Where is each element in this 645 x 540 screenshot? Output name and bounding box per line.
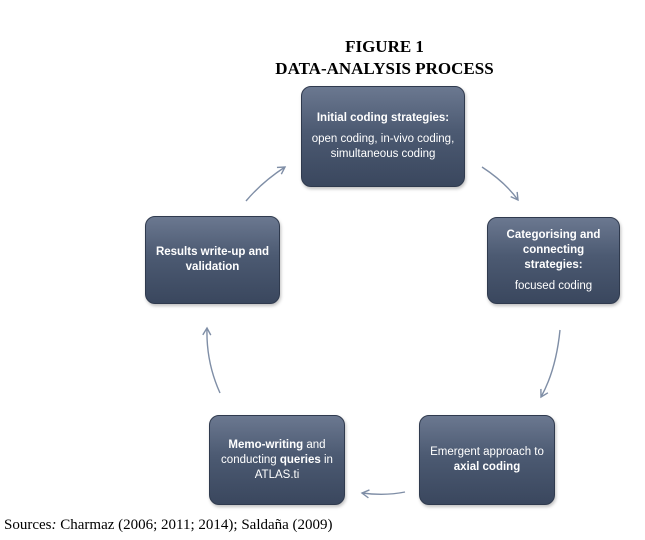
node-memo-text1: and conducting — [221, 438, 326, 466]
sources-text: Charmaz (2006; 2011; 2014); Saldaña (200… — [56, 517, 333, 533]
sources-colon: : — [51, 517, 57, 533]
node-categorising: Categorising and connecting strategies: … — [487, 217, 620, 304]
arrow-initial-to-categorising — [481, 166, 519, 202]
node-memo-text: Memo-writing and conducting queries in A… — [218, 438, 336, 483]
arrow-categorising-to-emergent — [540, 329, 561, 399]
figure-title: DATA-ANALYSIS PROCESS — [275, 59, 494, 78]
figure-number: FIGURE 1 — [345, 37, 424, 56]
sources-caption: Sources: Charmaz (2006; 2011; 2014); Sal… — [4, 516, 333, 534]
node-categorising-heading: Categorising and connecting strategies: — [506, 228, 601, 271]
sources-label: Sources — [4, 517, 52, 533]
node-categorising-detail: focused coding — [514, 279, 593, 292]
node-memo-writing: Memo-writing and conducting queries in A… — [209, 415, 345, 505]
arrow-memo-to-results — [202, 326, 221, 394]
node-initial-coding: Initial coding strategies: open coding, … — [301, 86, 465, 187]
node-results-heading: Results write-up and validation — [155, 246, 270, 273]
arrow-results-to-initial — [245, 166, 287, 202]
node-memo-bold2: queries — [279, 453, 321, 466]
node-initial-detail: open coding, in-vivo coding, simultaneou… — [311, 133, 455, 160]
node-emergent-text: Emergent approach to axial coding — [428, 445, 546, 475]
arrow-emergent-to-memo — [360, 489, 406, 499]
node-memo-text2: in ATLAS.ti — [254, 453, 333, 481]
node-emergent-axial-coding: Emergent approach to axial coding — [419, 415, 555, 505]
node-results-writeup: Results write-up and validation — [145, 216, 280, 304]
node-initial-heading: Initial coding strategies: — [316, 112, 450, 124]
node-emergent-text-bold: axial coding — [453, 461, 521, 473]
node-emergent-text-before: Emergent approach to — [430, 446, 544, 458]
node-memo-bold1: Memo-writing — [228, 438, 304, 451]
